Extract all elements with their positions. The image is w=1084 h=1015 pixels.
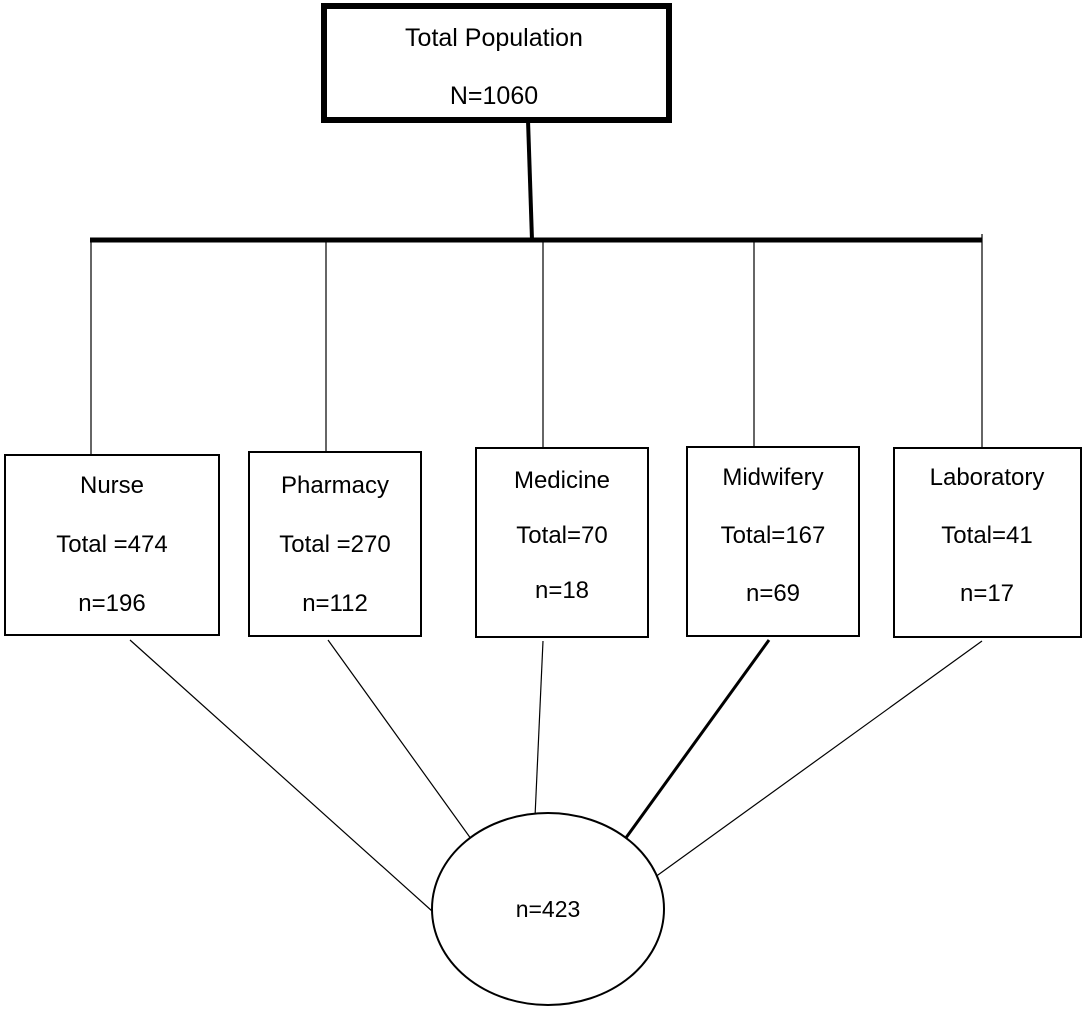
group-total: Total=167 [721, 522, 826, 549]
final-sample-label: n=423 [516, 896, 581, 922]
group-box [686, 446, 860, 637]
group-sample: n=17 [960, 580, 1014, 607]
group-name: Midwifery [722, 464, 823, 491]
total-population-title: Total Population [405, 24, 583, 52]
group-box [248, 451, 422, 637]
group-total: Total=70 [516, 522, 607, 549]
group-nurse: Nurse Total =474 n=196 [4, 454, 220, 636]
group-box [475, 447, 649, 638]
group-sample: n=112 [302, 590, 368, 617]
group-medicine: Medicine Total=70 n=18 [475, 447, 649, 638]
group-name: Pharmacy [281, 472, 389, 499]
group-name: Laboratory [930, 464, 1045, 491]
group-midwifery: Midwifery Total=167 n=69 [686, 446, 860, 637]
total-population-box [321, 3, 672, 123]
group-total: Total =474 [56, 531, 167, 558]
group-name: Medicine [514, 467, 610, 494]
group-pharmacy: Pharmacy Total =270 n=112 [248, 451, 422, 637]
group-name: Nurse [80, 472, 144, 499]
merge-line-medicine [534, 640, 544, 818]
group-sample: n=196 [78, 590, 145, 617]
group-sample: n=69 [746, 580, 800, 607]
merge-line-midwifery [618, 639, 771, 847]
merge-line-pharmacy [327, 639, 475, 844]
group-box [893, 447, 1082, 638]
merge-line-laboratory [650, 640, 983, 881]
group-sample: n=18 [535, 577, 589, 604]
group-box [4, 454, 220, 636]
final-sample-ellipse [431, 812, 665, 1006]
group-total: Total =270 [279, 531, 390, 558]
group-total: Total=41 [941, 522, 1032, 549]
merge-line-nurse [129, 639, 433, 912]
group-laboratory: Laboratory Total=41 n=17 [893, 447, 1082, 638]
total-population-count: N=1060 [450, 82, 538, 110]
root-connector-line [526, 119, 534, 241]
